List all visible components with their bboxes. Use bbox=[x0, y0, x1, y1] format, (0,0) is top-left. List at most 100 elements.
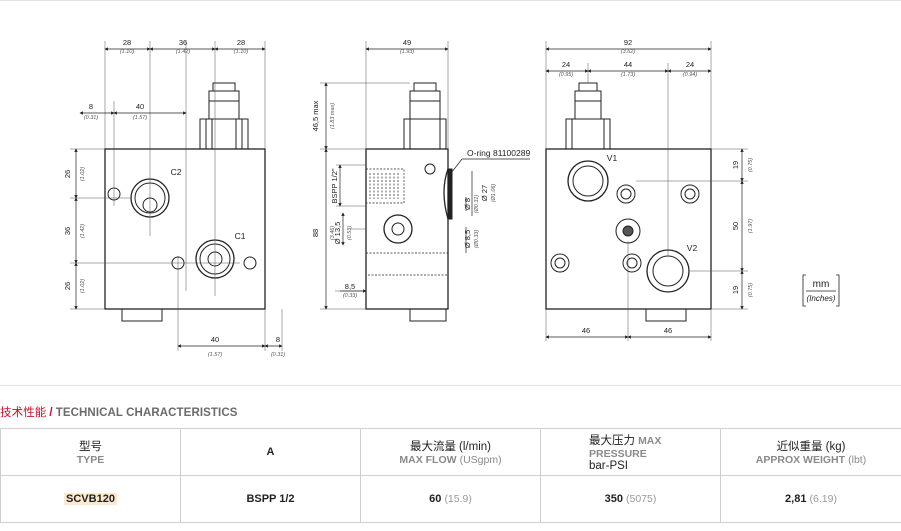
dim-text: Ø 8 bbox=[463, 198, 472, 210]
dim-text: 28 bbox=[123, 38, 131, 47]
dim-text: 26 bbox=[63, 170, 72, 178]
unit-legend: mm (Inches) bbox=[802, 274, 840, 307]
dim-inch-text: (1.02) bbox=[80, 167, 86, 182]
heading-slash: / bbox=[49, 407, 53, 419]
unit-inches: (Inches) bbox=[807, 294, 836, 303]
pressure-value: 350 bbox=[604, 493, 623, 505]
header-pressure-zh: 最大压力 bbox=[589, 435, 635, 447]
heading-zh: 技术性能 bbox=[0, 407, 47, 419]
model-code: SCVB120 bbox=[64, 493, 117, 505]
dim-inch-text: (1.10) bbox=[234, 49, 249, 55]
side-view-dimensions: 49 (1.93) 46,5 max (1.83 max) 88 (3.46) … bbox=[311, 38, 530, 299]
flow-alt-value: (15.9) bbox=[444, 493, 472, 505]
dim-text: 19 bbox=[731, 161, 740, 169]
port-label-v1: V1 bbox=[607, 153, 618, 163]
header-pressure-unit: bar-PSI bbox=[589, 460, 628, 472]
dim-text: 50 bbox=[731, 222, 740, 230]
front-view-dimensions: 28 (1.10) 36 (1.42) 28 (1.10) 8 (0.31) 4… bbox=[63, 38, 285, 358]
dim-text: 46,5 max bbox=[311, 100, 320, 131]
dim-inch-text: (1.57) bbox=[208, 352, 223, 358]
dim-inch-text: (0.94) bbox=[683, 72, 698, 78]
dim-inch-text: (0.33) bbox=[343, 293, 358, 299]
header-weight-unit: (kg) bbox=[825, 441, 846, 453]
table-header-row: 型号 TYPE A 最大流量 (l/min) MAX FLOW (USgpm) … bbox=[0, 428, 901, 476]
rear-view-dimensions: 92 (3.62) 24 (0.95) 44 (1.73) 24 (0.94) … bbox=[559, 38, 754, 335]
header-flow-en: MAX FLOW bbox=[399, 454, 457, 466]
dim-inch-text: (1.42) bbox=[80, 224, 86, 239]
dim-text: 8 bbox=[276, 335, 280, 344]
header-type: 型号 TYPE bbox=[0, 428, 181, 476]
front-view bbox=[70, 41, 283, 351]
port-label-v2: V2 bbox=[687, 243, 698, 253]
pressure-alt-value: (5075) bbox=[626, 493, 657, 505]
cell-weight: 2,81 (6.19) bbox=[720, 475, 901, 523]
technical-characteristics-table: 型号 TYPE A 最大流量 (l/min) MAX FLOW (USgpm) … bbox=[0, 428, 901, 523]
port-label-c1: C1 bbox=[235, 231, 246, 241]
port-label-c2: C2 bbox=[171, 167, 182, 177]
dim-text: Ø 8,5 bbox=[463, 230, 472, 248]
section-heading: 技术性能/TECHNICAL CHARACTERISTICS bbox=[0, 404, 238, 420]
header-flow: 最大流量 (l/min) MAX FLOW (USgpm) bbox=[360, 428, 541, 476]
port-size: BSPP 1/2 bbox=[246, 493, 295, 505]
dim-text: Ø 13,5 bbox=[333, 222, 342, 245]
dim-inch-text: (Ø0.33) bbox=[474, 230, 480, 249]
dim-inch-text: (0.31) bbox=[271, 352, 286, 358]
header-weight-en-unit: (lbt) bbox=[848, 454, 867, 466]
dim-inch-text: (0.53) bbox=[347, 226, 353, 241]
dim-text: 40 bbox=[211, 335, 219, 344]
dim-inch-text: (1.10) bbox=[120, 49, 135, 55]
dim-text: 19 bbox=[731, 286, 740, 294]
rear-view-body bbox=[545, 148, 712, 310]
dim-text: 36 bbox=[179, 38, 187, 47]
dim-text: 49 bbox=[403, 38, 411, 47]
cell-type: SCVB120 bbox=[0, 475, 181, 523]
dim-text: 36 bbox=[63, 227, 72, 235]
dim-inch-text: (3.46) bbox=[330, 226, 336, 241]
dim-inch-text: (1.42) bbox=[176, 49, 191, 55]
header-pressure-en: MAX PRESSURE bbox=[589, 435, 662, 460]
cell-a: BSPP 1/2 bbox=[180, 475, 361, 523]
dim-inch-text: (1.57) bbox=[133, 115, 148, 121]
dim-text: 28 bbox=[237, 38, 245, 47]
rear-view bbox=[545, 41, 748, 341]
dim-inch-text: (1.73) bbox=[621, 72, 636, 78]
unit-mm: mm bbox=[813, 279, 830, 290]
cell-flow: 60 (15.9) bbox=[360, 475, 541, 523]
header-pressure: 最大压力 MAX PRESSURE bar-PSI bbox=[540, 428, 721, 476]
dim-text: 26 bbox=[63, 282, 72, 290]
dim-inch-text: (1.02) bbox=[80, 279, 86, 294]
header-weight: 近似重量 (kg) APPROX WEIGHT (lbt) bbox=[720, 428, 901, 476]
dim-text: 44 bbox=[624, 60, 632, 69]
front-view-body bbox=[104, 148, 266, 310]
technical-drawing-panel: 28 (1.10) 36 (1.42) 28 (1.10) 8 (0.31) 4… bbox=[0, 0, 901, 386]
dim-text: 46 bbox=[664, 326, 672, 335]
port-v1 bbox=[567, 160, 609, 202]
dim-text: 88 bbox=[311, 229, 320, 237]
dim-text: 24 bbox=[686, 60, 694, 69]
header-type-en: TYPE bbox=[76, 454, 105, 466]
cell-pressure: 350 (5075) bbox=[540, 475, 721, 523]
dim-inch-text: (0.75) bbox=[748, 283, 754, 298]
dim-inch-text: (Ø1.06) bbox=[491, 184, 497, 203]
dim-inch-text: (0.95) bbox=[559, 72, 574, 78]
oring-label: O-ring 81100289 bbox=[467, 148, 530, 158]
header-type-zh: 型号 bbox=[79, 441, 102, 453]
dim-text: 8,5 bbox=[345, 282, 355, 291]
heading-en: TECHNICAL CHARACTERISTICS bbox=[55, 407, 238, 419]
flow-value: 60 bbox=[429, 493, 442, 505]
dim-inch-text: (1.83 max) bbox=[330, 103, 336, 129]
header-flow-en-unit: (USgpm) bbox=[459, 454, 502, 466]
dim-inch-text: (1.93) bbox=[400, 49, 415, 55]
dim-text: 92 bbox=[624, 38, 632, 47]
dim-inch-text: (Ø0.31) bbox=[474, 195, 480, 214]
header-a-label: A bbox=[266, 446, 275, 458]
header-weight-en: APPROX WEIGHT bbox=[755, 454, 846, 466]
dim-inch-text: (0.75) bbox=[748, 158, 754, 173]
weight-alt-value: (6.19) bbox=[809, 493, 837, 505]
dim-inch-text: (1.97) bbox=[748, 219, 754, 234]
dim-text: 24 bbox=[562, 60, 570, 69]
dim-text: 8 bbox=[89, 102, 93, 111]
header-flow-unit: (l/min) bbox=[459, 441, 491, 453]
header-a: A bbox=[180, 428, 361, 476]
technical-drawing: 28 (1.10) 36 (1.42) 28 (1.10) 8 (0.31) 4… bbox=[63, 38, 840, 358]
